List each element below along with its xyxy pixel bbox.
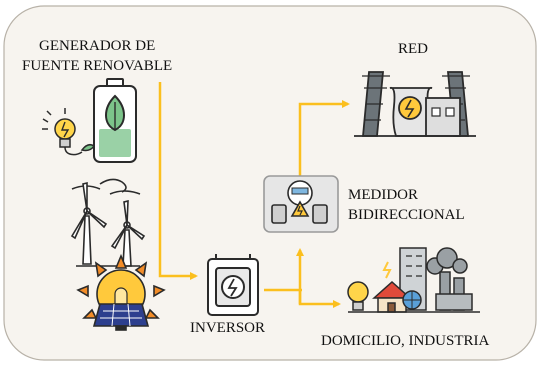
solar-panel-icon (76, 253, 166, 331)
generator-label-line2: FUENTE RENOVABLE (22, 58, 173, 74)
meter-label-line1: MEDIDOR (348, 187, 418, 203)
diagram-canvas (3, 5, 537, 361)
arrow-meter-to-grid (298, 100, 350, 178)
wind-turbine-icon (70, 178, 146, 267)
meter-label-line2: BIDIRECCIONAL (348, 207, 465, 223)
diagram-frame: GENERADOR DE FUENTE RENOVABLE RED MEDIDO… (2, 4, 538, 362)
arrow-junction-to-consumer (298, 290, 341, 308)
inverter-icon (207, 254, 259, 316)
battery-leaf-icon (93, 78, 137, 163)
inverter-label: INVERSOR (190, 320, 266, 336)
generator-label-line1: GENERADOR DE (39, 38, 156, 54)
bidirectional-meter-icon (263, 175, 339, 233)
arrow-generator-to-inverter (158, 82, 198, 280)
consumer-label: DOMICILIO, INDUSTRIA (321, 333, 490, 349)
grid-label: RED (398, 41, 428, 57)
city-industry-icon (347, 247, 480, 313)
flow-arrows (158, 82, 350, 308)
power-plant-icon (354, 71, 476, 137)
